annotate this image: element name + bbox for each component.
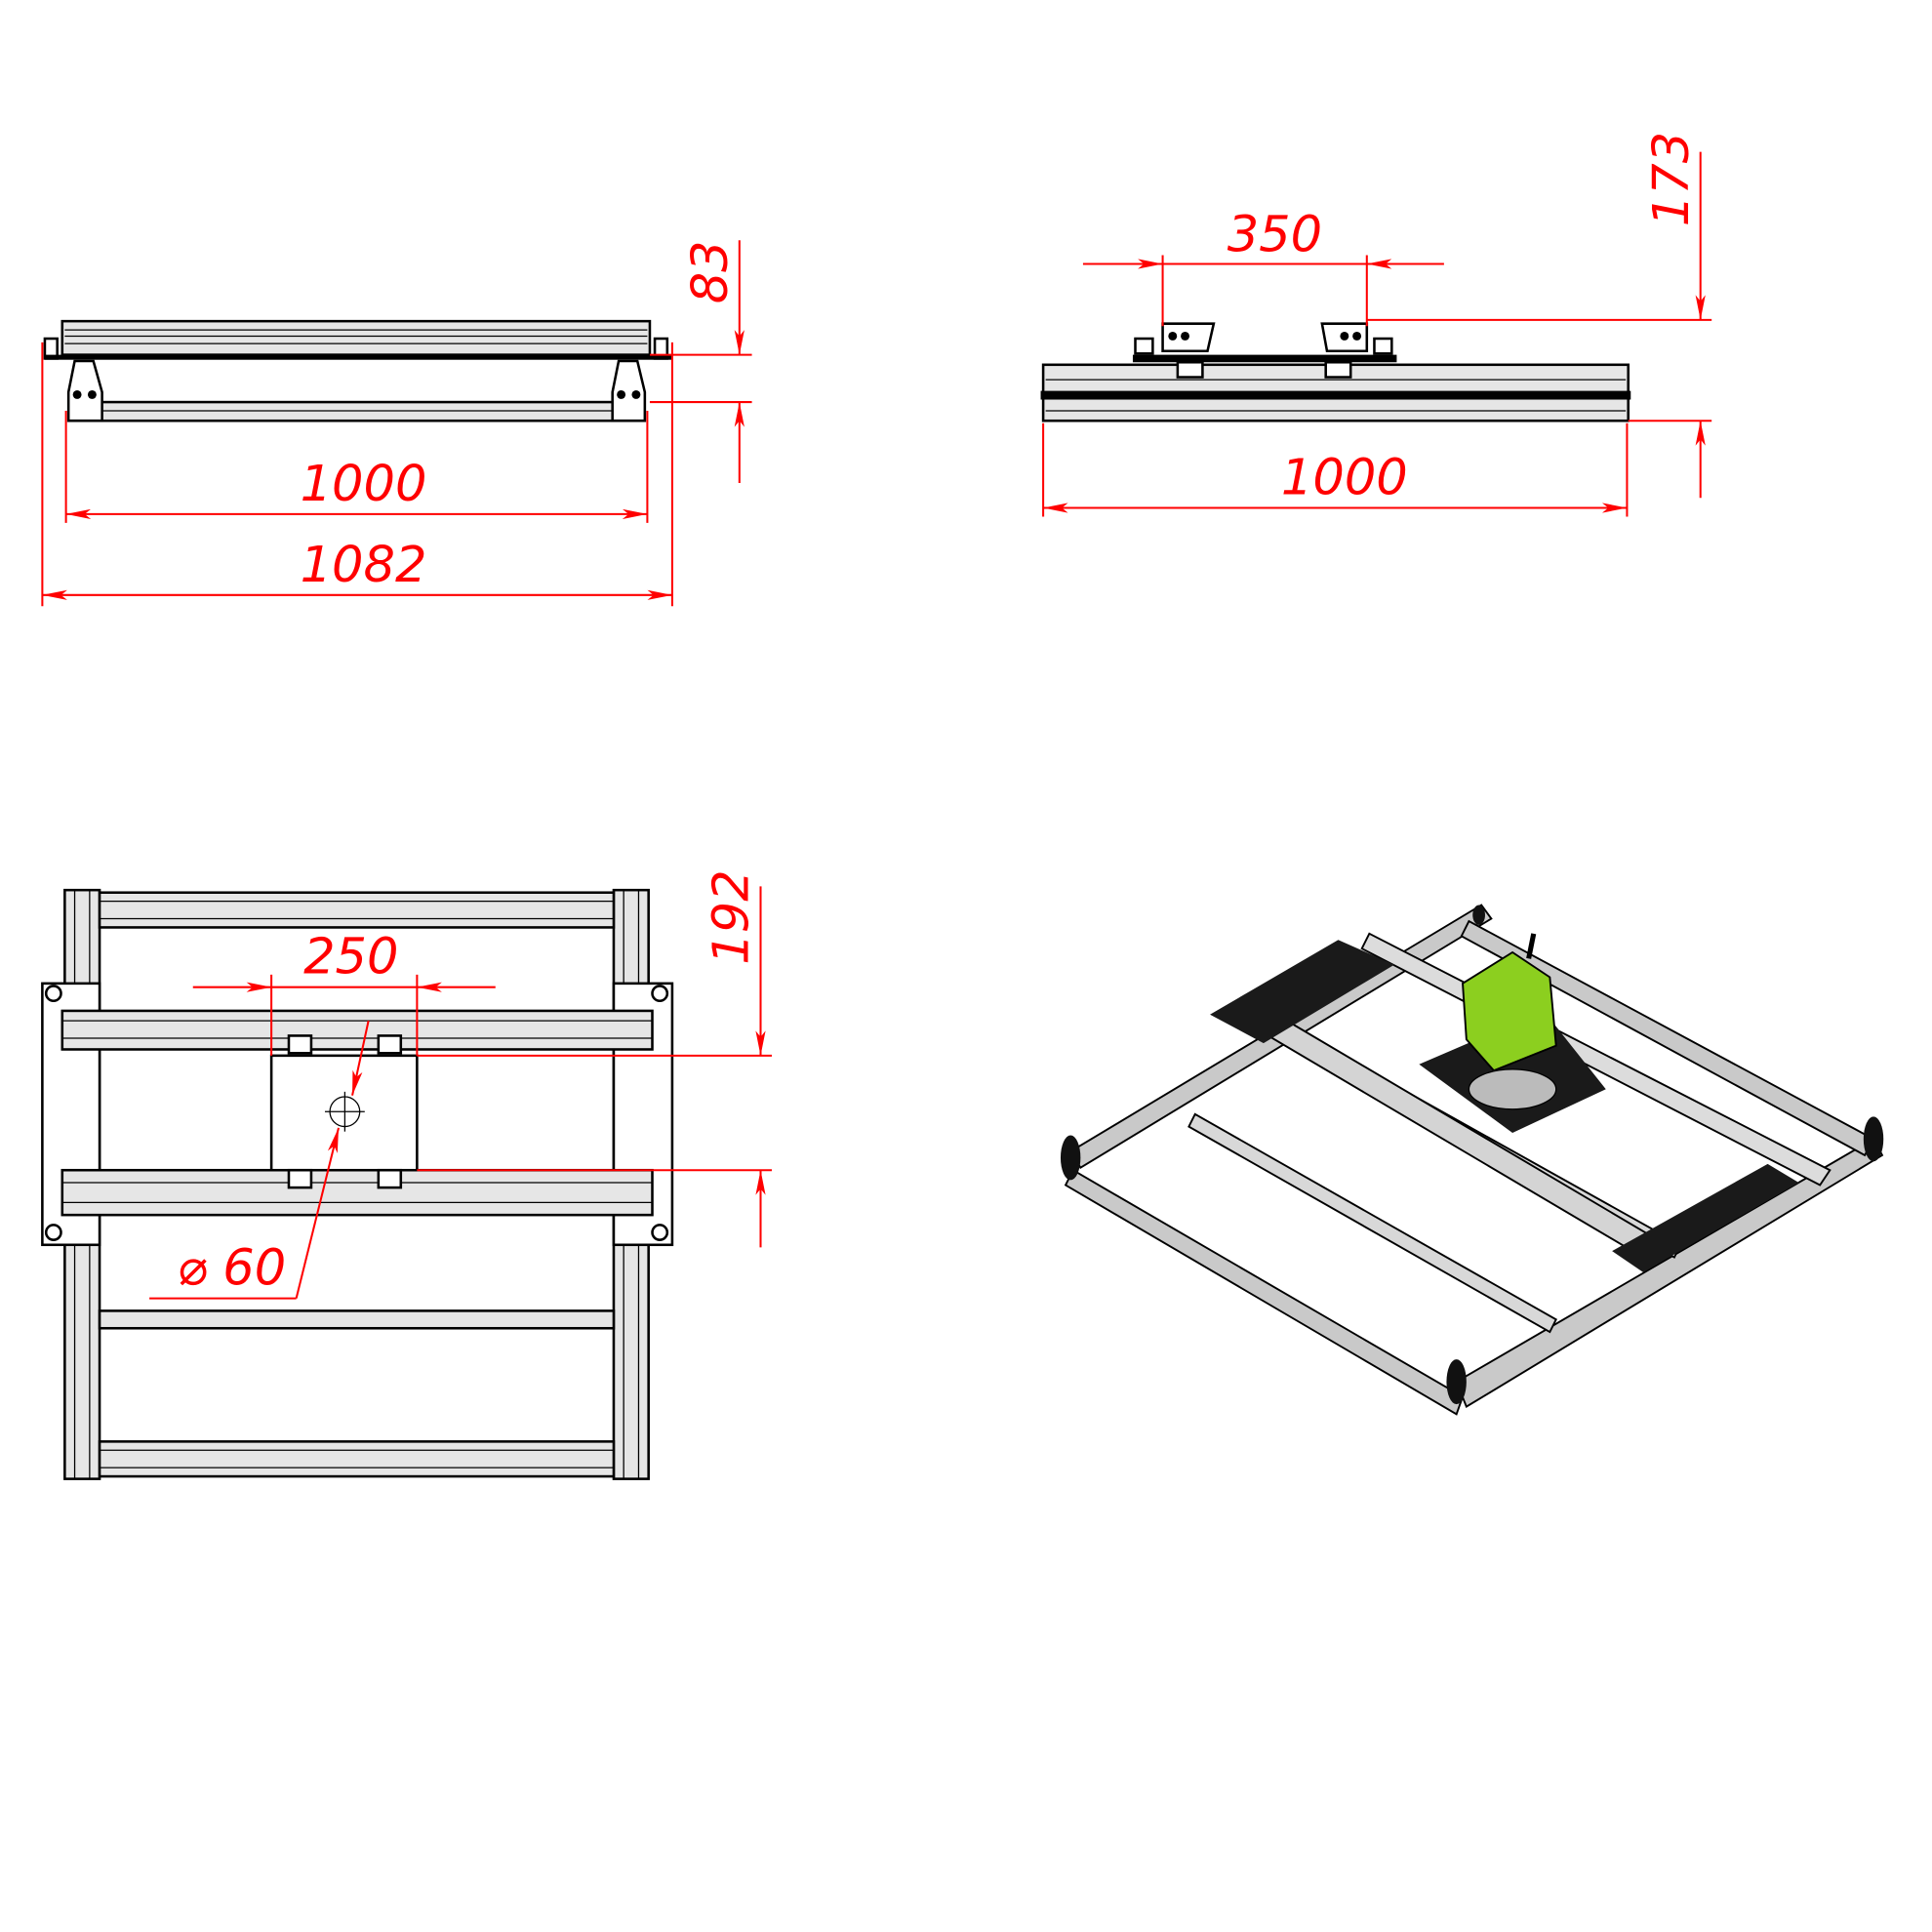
- dim-label-diameter-60: ⌀ 60: [177, 1240, 286, 1298]
- dimension-1000: 1000: [64, 411, 649, 523]
- dimension-173: 173: [1366, 132, 1712, 499]
- dimension-1082: 1082: [41, 342, 673, 607]
- rail-back-right: [1460, 919, 1875, 1157]
- frame-geometry: [41, 888, 674, 1480]
- dim-label-350: 350: [1228, 207, 1322, 264]
- dimension-83: 83: [649, 240, 752, 483]
- gantry-rail-front: [1230, 994, 1658, 1259]
- dim-label-1000-side: 1000: [1281, 449, 1408, 506]
- dim-label-192: 192: [704, 869, 761, 964]
- gantry-plate-left: [1210, 940, 1394, 1044]
- side-view: 350 173 1000: [1040, 132, 1712, 517]
- top-view: 250 192 ⌀ 60: [41, 869, 772, 1480]
- rail-front-left: [1064, 1168, 1465, 1416]
- dimension-192: 192: [417, 869, 772, 1248]
- frame-geometry: [1040, 322, 1631, 423]
- router-icon: [1462, 950, 1557, 1072]
- dimension-250: 250: [192, 929, 496, 1056]
- dimension-1000-side: 1000: [1042, 423, 1629, 517]
- isometric-view: [1060, 904, 1884, 1416]
- dim-label-173: 173: [1643, 132, 1701, 226]
- dim-label-1000: 1000: [301, 456, 427, 513]
- dimension-350: 350: [1082, 207, 1444, 327]
- dim-label-83: 83: [682, 240, 740, 303]
- frame-geometry: [43, 319, 672, 423]
- gantry-plate-right: [1612, 1163, 1799, 1272]
- front-view: 83 1000 1082: [41, 240, 752, 607]
- dim-label-1082: 1082: [301, 537, 427, 594]
- dim-label-250: 250: [303, 929, 398, 986]
- dimension-diameter-60: ⌀ 60: [149, 1020, 370, 1300]
